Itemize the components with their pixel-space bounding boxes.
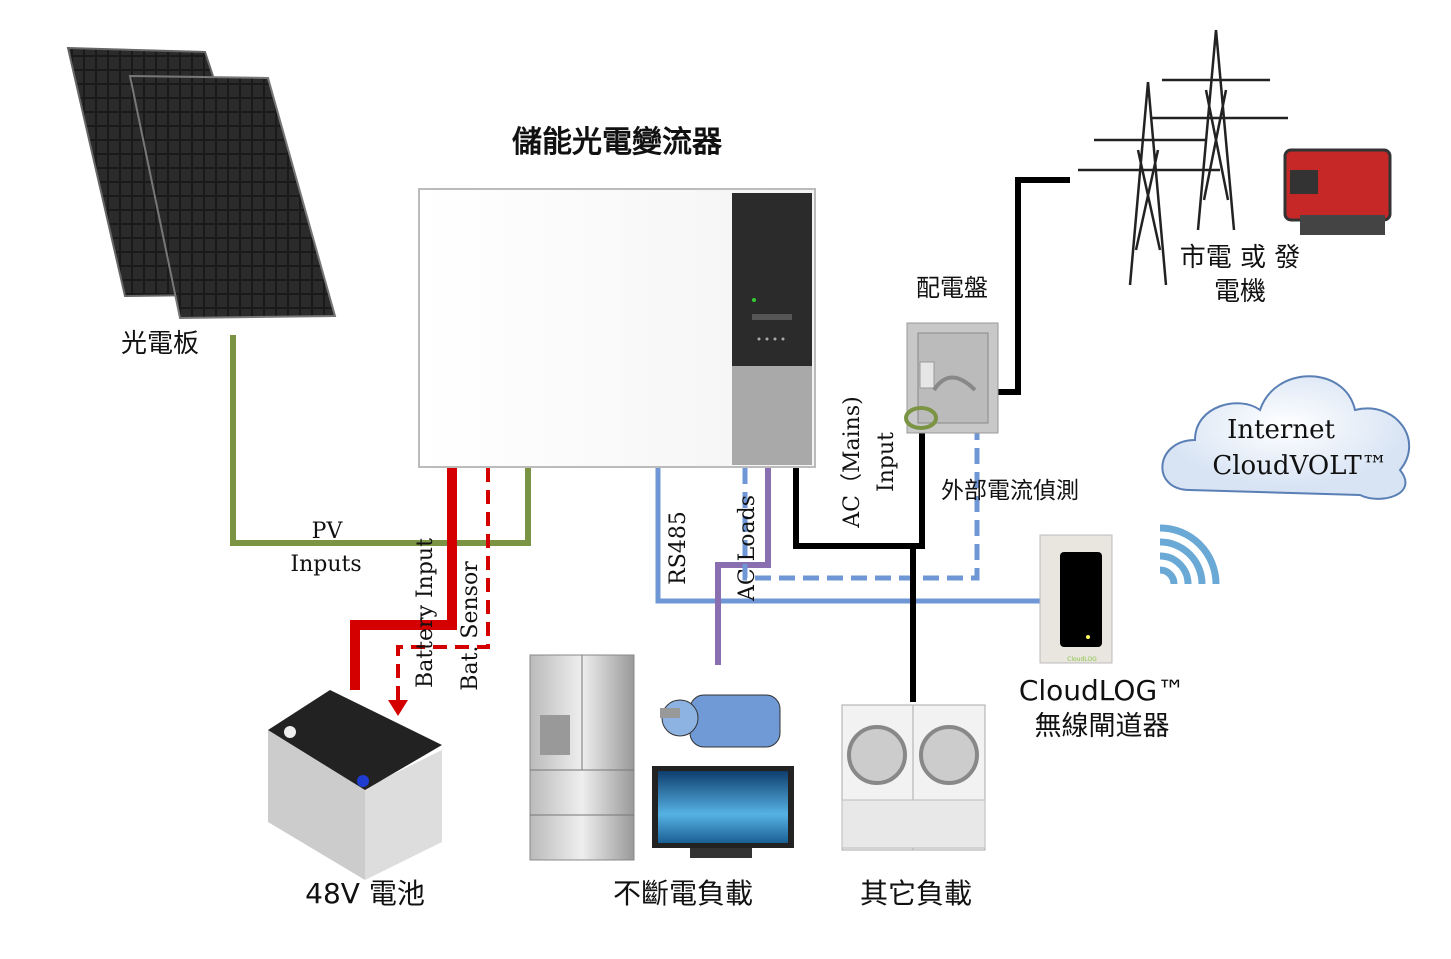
hybrid-inverter (418, 188, 816, 468)
gateway-name-label: CloudLOG™ (1019, 674, 1185, 707)
rs485-label: RS485 (666, 511, 691, 585)
tv-icon (652, 766, 794, 858)
solar-panel-label: 光電板 (121, 329, 199, 359)
diagram-title: 儲能光電變流器 (512, 125, 723, 160)
ups-loads-label: 不斷電負載 (613, 877, 753, 910)
refrigerator-icon (529, 654, 635, 861)
battery-icon (268, 690, 442, 880)
pv-input-wire (230, 335, 531, 546)
cloudlog-gateway-icon: CloudLOG (1039, 534, 1113, 664)
power-tower-icon (1078, 29, 1288, 286)
inputs-label: Inputs (290, 552, 361, 577)
solar-panel-icon (66, 46, 337, 320)
cloud-icon (1161, 375, 1411, 500)
arrow-down-icon (388, 700, 408, 716)
distribution-panel-label: 配電盤 (916, 274, 988, 302)
battery-input-wire (350, 468, 457, 690)
pump-icon (660, 694, 781, 748)
ac-loads-label: AC Loads (735, 495, 760, 602)
cloud-internet-label: Internet (1227, 415, 1335, 445)
grid-label: 市電 或 發 (1180, 243, 1301, 273)
generator-icon (1283, 148, 1392, 235)
ac-mains-wire (793, 177, 1070, 702)
pv-label: PV (312, 519, 344, 544)
battery-label: 48V 電池 (305, 877, 425, 910)
bat-sensor-label: Bat. Sensor (458, 561, 483, 691)
distribution-panel-icon (904, 322, 999, 434)
washer-dryer-icon (841, 704, 986, 851)
other-loads-label: 其它負載 (860, 877, 972, 910)
battery-input-label: Battery Input (413, 538, 438, 688)
gateway-desc-label: 無線閘道器 (1035, 711, 1170, 742)
cloud-cloudvolt-label: CloudVOLT™ (1212, 451, 1387, 481)
ac-mains-input-label: Input (874, 432, 899, 492)
wifi-icon (1159, 524, 1220, 585)
bat-sensor-wire (396, 468, 490, 708)
gateway-device-label: CloudLOG (1067, 656, 1097, 663)
external-ct-label: 外部電流偵測 (941, 478, 1079, 504)
generator-label: 電機 (1214, 277, 1266, 307)
ac-mains-label: AC（Mains) (840, 396, 865, 528)
